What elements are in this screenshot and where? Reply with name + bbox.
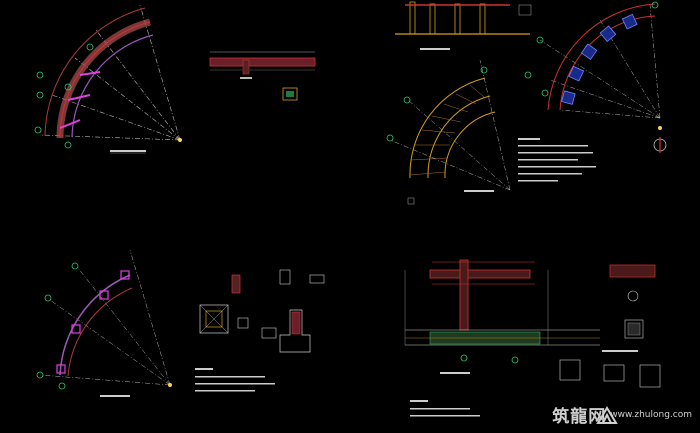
- column-layout-plan: [36, 249, 172, 397]
- pergola-elevation-top: [395, 1, 532, 50]
- beam-elevation-detail: [209, 51, 316, 101]
- design-notes-block: [518, 138, 596, 182]
- zhulong-logo-icon: [596, 406, 618, 424]
- beam-node-details: [410, 264, 661, 417]
- watermark: 筑龍网 www.zhulong.com: [552, 402, 692, 427]
- watermark-brand: 筑龍网: [552, 407, 607, 427]
- column-foundation-details: [195, 269, 325, 392]
- fan-plan-top-left: [34, 4, 182, 154]
- fan-rafter-plan: [386, 59, 511, 205]
- fan-paving-plan: [524, 1, 667, 153]
- pergola-section: [404, 259, 600, 374]
- watermark-url: www.zhulong.com: [610, 409, 692, 420]
